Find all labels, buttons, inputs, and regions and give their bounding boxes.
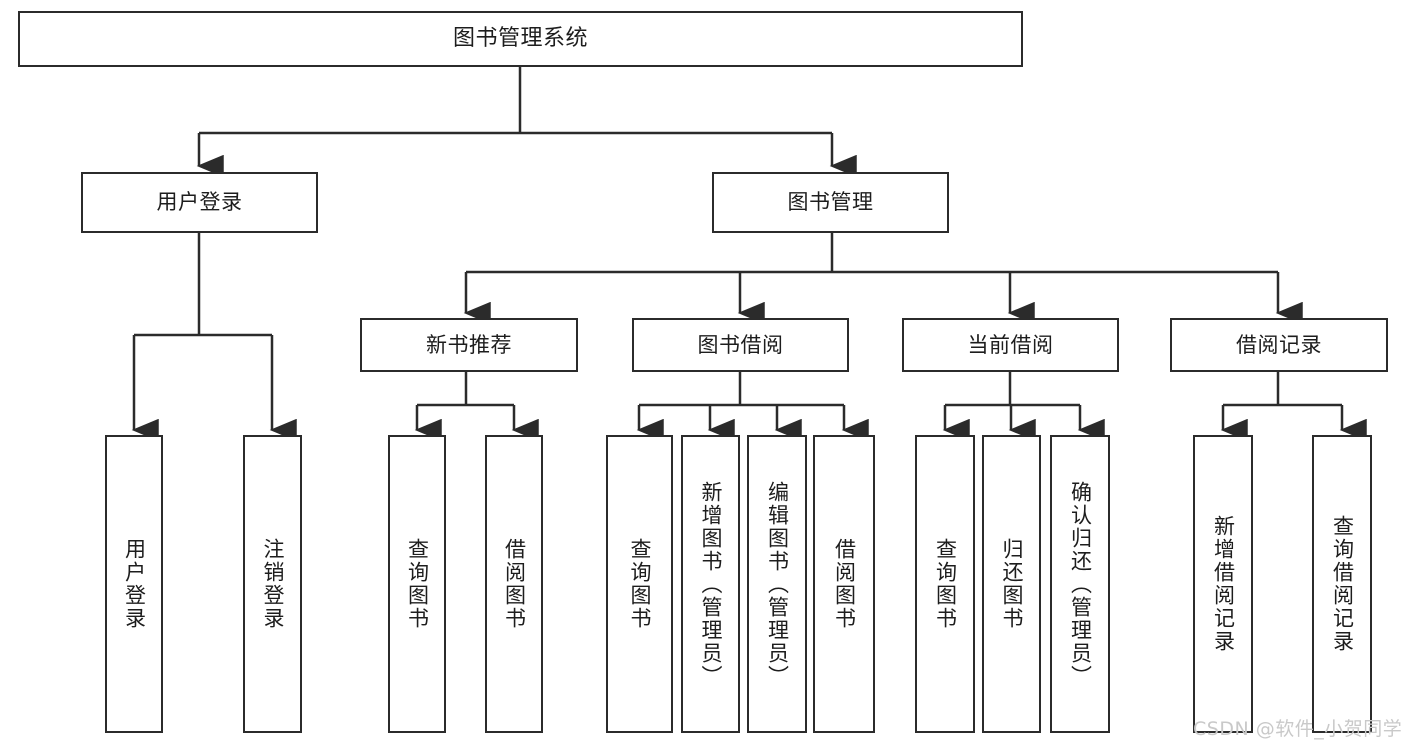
node-leaf-borrow-book[interactable]: 借阅图书 xyxy=(813,435,875,733)
node-book-management[interactable]: 图书管理 xyxy=(712,172,949,233)
node-label: 新增图书（管理员） xyxy=(699,480,723,688)
node-label: 编辑图书（管理员） xyxy=(765,480,790,688)
node-leaf-query-book-current[interactable]: 查询图书 xyxy=(915,435,975,733)
csdn-watermark: CSDN @软件_小贺同学 xyxy=(1193,718,1403,740)
node-leaf-confirm-return-admin[interactable]: 确认归还（管理员） xyxy=(1050,435,1110,733)
node-label: 当前借阅 xyxy=(967,332,1054,357)
node-book-borrow[interactable]: 图书借阅 xyxy=(632,318,849,372)
node-leaf-query-book-recommend[interactable]: 查询图书 xyxy=(388,435,446,733)
node-leaf-query-borrow-record[interactable]: 查询借阅记录 xyxy=(1312,435,1372,733)
node-label: 注销登录 xyxy=(261,538,285,630)
node-leaf-return-book[interactable]: 归还图书 xyxy=(982,435,1041,733)
node-root-system[interactable]: 图书管理系统 xyxy=(18,11,1023,67)
node-leaf-add-book-admin[interactable]: 新增图书（管理员） xyxy=(681,435,740,733)
node-label: 用户登录 xyxy=(122,538,147,630)
node-label: 图书管理系统 xyxy=(452,26,588,52)
node-leaf-add-borrow-record[interactable]: 新增借阅记录 xyxy=(1193,435,1253,733)
node-user-login[interactable]: 用户登录 xyxy=(81,172,318,233)
node-label: 归还图书 xyxy=(1000,538,1024,630)
node-borrow-record[interactable]: 借阅记录 xyxy=(1170,318,1388,372)
node-leaf-user-login[interactable]: 用户登录 xyxy=(105,435,163,733)
node-label: 借阅记录 xyxy=(1236,332,1322,357)
node-label: 用户登录 xyxy=(156,190,243,215)
node-label: 查询图书 xyxy=(933,538,958,630)
node-leaf-borrow-book-recommend[interactable]: 借阅图书 xyxy=(485,435,543,733)
node-new-book-recommend[interactable]: 新书推荐 xyxy=(360,318,578,372)
node-leaf-logout[interactable]: 注销登录 xyxy=(243,435,302,733)
node-label: 新增借阅记录 xyxy=(1211,515,1236,653)
node-leaf-query-book-borrow[interactable]: 查询图书 xyxy=(606,435,673,733)
node-label: 确认归还（管理员） xyxy=(1068,480,1093,688)
node-label: 新书推荐 xyxy=(426,332,512,357)
node-label: 借阅图书 xyxy=(502,538,527,630)
node-current-borrow[interactable]: 当前借阅 xyxy=(902,318,1119,372)
node-leaf-edit-book-admin[interactable]: 编辑图书（管理员） xyxy=(747,435,807,733)
node-label: 查询借阅记录 xyxy=(1330,515,1355,653)
node-label: 图书借阅 xyxy=(697,332,784,357)
node-label: 借阅图书 xyxy=(832,538,857,630)
node-label: 查询图书 xyxy=(628,538,652,630)
node-label: 图书管理 xyxy=(787,190,874,215)
node-label: 查询图书 xyxy=(405,538,430,630)
